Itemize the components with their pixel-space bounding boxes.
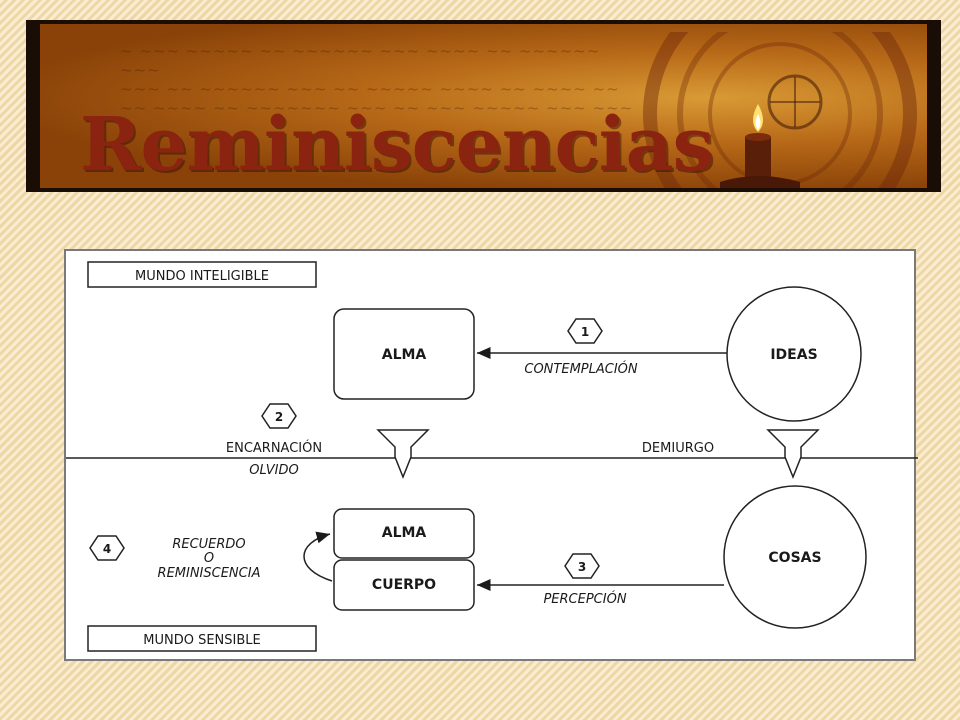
svg-text:MUNDO INTELIGIBLE: MUNDO INTELIGIBLE bbox=[135, 269, 269, 284]
svg-text:COSAS: COSAS bbox=[768, 550, 821, 566]
svg-text:CUERPO: CUERPO bbox=[372, 577, 436, 593]
perception-label: PERCEPCIÓN bbox=[543, 591, 626, 607]
svg-text:ALMA: ALMA bbox=[382, 347, 427, 363]
step-2-badge: 2 bbox=[261, 403, 297, 429]
reminiscence-curve-arrow bbox=[303, 531, 333, 582]
olvido-label: OLVIDO bbox=[249, 463, 299, 478]
ideas-node: IDEAS bbox=[726, 286, 862, 422]
demiurgo-label: DEMIURGO bbox=[642, 441, 714, 456]
region-intelligible: MUNDO INTELIGIBLE bbox=[87, 261, 317, 288]
candle-emblem-icon bbox=[643, 32, 917, 188]
region-sensible: MUNDO SENSIBLE bbox=[87, 625, 317, 652]
banner-title: Reminiscencias bbox=[80, 102, 714, 188]
svg-text:4: 4 bbox=[103, 542, 111, 556]
step-3-badge: 3 bbox=[564, 553, 600, 579]
svg-text:2: 2 bbox=[275, 410, 283, 424]
alma-node-top: ALMA bbox=[333, 308, 475, 400]
cosas-node: COSAS bbox=[723, 485, 867, 629]
svg-text:ALMA: ALMA bbox=[382, 525, 427, 541]
reminiscencia-label: REMINISCENCIA bbox=[158, 566, 261, 581]
banner: ~ ~~~ ~~~~~ ~~ ~~~~~~ ~~~ ~~~~ ~~ ~~~~~~… bbox=[26, 20, 941, 192]
svg-text:IDEAS: IDEAS bbox=[770, 347, 817, 363]
banner-image: ~ ~~~ ~~~~~ ~~ ~~~~~~ ~~~ ~~~~ ~~ ~~~~~~… bbox=[40, 24, 927, 188]
demiurgo-down-arrow bbox=[766, 429, 820, 480]
step-4-badge: 4 bbox=[89, 535, 125, 561]
step-1-badge: 1 bbox=[567, 318, 603, 344]
encarnacion-label: ENCARNACIÓN bbox=[226, 440, 322, 456]
svg-text:MUNDO SENSIBLE: MUNDO SENSIBLE bbox=[143, 633, 260, 648]
recuerdo-label: RECUERDO bbox=[172, 537, 245, 552]
svg-text:1: 1 bbox=[581, 325, 589, 339]
alma-node-bottom: ALMA bbox=[333, 508, 475, 559]
o-label: O bbox=[204, 551, 214, 566]
plato-diagram: MUNDO INTELIGIBLE MUNDO SENSIBLE ALMA ID… bbox=[64, 249, 918, 661]
cuerpo-node: CUERPO bbox=[333, 559, 475, 611]
svg-text:3: 3 bbox=[578, 560, 586, 574]
contemplation-label: CONTEMPLACIÓN bbox=[524, 361, 638, 377]
banner-background-script: ~ ~~~ ~~~~~ ~~ ~~~~~~ ~~~ ~~~~ ~~ ~~~~~~… bbox=[120, 42, 634, 117]
encarnacion-down-arrow bbox=[376, 429, 430, 480]
